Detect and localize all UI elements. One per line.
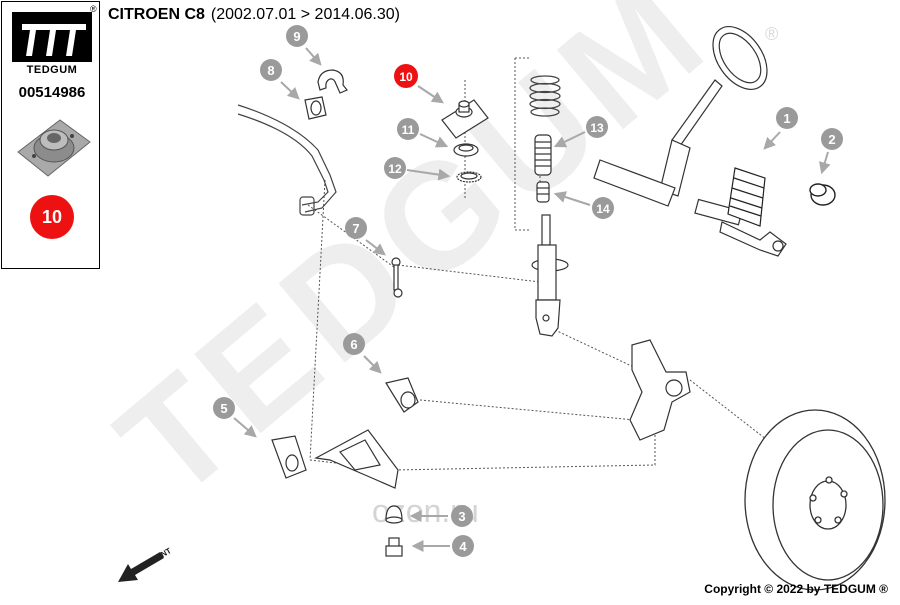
svg-text:7: 7 — [352, 221, 359, 236]
vehicle-title: CITROEN C8 (2002.07.01 > 2014.06.30) — [108, 6, 400, 24]
steering-knuckle — [629, 339, 691, 441]
shock-absorber — [531, 214, 569, 337]
tedgum-logo — [12, 12, 92, 62]
bushing-clamp — [317, 69, 348, 94]
callout-group: 1 2 3 4 5 6 7 — [213, 25, 843, 557]
wheel — [744, 409, 886, 591]
callout-2[interactable]: 2 — [819, 128, 843, 175]
svg-text:10: 10 — [399, 70, 413, 84]
svg-text:6: 6 — [350, 337, 357, 352]
svg-text:1: 1 — [783, 111, 790, 126]
stabilizer-bar — [237, 104, 337, 216]
callout-7[interactable]: 7 — [345, 217, 386, 256]
callout-11[interactable]: 11 — [397, 118, 449, 148]
assembly-lines — [307, 57, 781, 471]
callout-9[interactable]: 9 — [286, 25, 322, 66]
svg-text:11: 11 — [402, 123, 415, 137]
tie-rod-end — [719, 221, 787, 257]
callout-6[interactable]: 6 — [343, 333, 382, 374]
svg-text:4: 4 — [459, 539, 467, 554]
steering-assembly — [593, 26, 768, 226]
stabilizer-link — [391, 257, 403, 298]
watermark-registered: ® — [765, 24, 778, 44]
svg-text:14: 14 — [596, 202, 610, 216]
copyright-notice: Copyright © 2022 by TEDGUM ® — [704, 582, 888, 596]
lower-arm-front-bushing — [385, 377, 419, 413]
strut-dust-boot — [534, 134, 552, 176]
callout-5[interactable]: 5 — [213, 397, 257, 438]
front-direction-indicator: FRONT — [118, 546, 173, 582]
svg-text:5: 5 — [220, 401, 227, 416]
spring-seat-ring — [456, 171, 482, 183]
callout-1[interactable]: 1 — [763, 107, 798, 150]
ball-joint — [385, 537, 403, 557]
callout-3[interactable]: 3 — [409, 505, 473, 527]
svg-text:9: 9 — [293, 29, 300, 44]
callout-10[interactable]: 10 — [394, 64, 444, 104]
callout-8[interactable]: 8 — [260, 59, 300, 100]
watermark: TEDGUM ® ozon.ru — [88, 0, 779, 530]
brand-name: TEDGUM — [26, 64, 78, 76]
bump-stop — [536, 181, 550, 203]
callout-13[interactable]: 13 — [553, 116, 608, 148]
registered-mark: ® — [90, 4, 97, 14]
coil-spring — [529, 75, 561, 117]
front-label: FRONT — [145, 546, 173, 568]
svg-text:2: 2 — [828, 132, 835, 147]
tie-rod-dust-cap — [809, 183, 836, 206]
product-sidebar: TEDGUM ® 00514986 10 — [1, 1, 100, 269]
selected-callout-badge[interactable]: 10 — [30, 195, 74, 239]
steering-rack-boot — [727, 167, 766, 227]
callout-12[interactable]: 12 — [384, 157, 451, 181]
strut-mount-thumbnail[interactable] — [14, 114, 92, 180]
callout-4[interactable]: 4 — [411, 535, 474, 557]
strut-bearing — [453, 143, 479, 157]
ball-joint-boot — [385, 505, 403, 524]
lower-arm-rear-bushing — [271, 435, 307, 479]
vehicle-model: CITROEN C8 — [108, 6, 205, 23]
svg-text:8: 8 — [267, 63, 274, 78]
svg-text:12: 12 — [388, 162, 402, 176]
lower-control-arm — [314, 429, 399, 489]
svg-text:13: 13 — [590, 121, 604, 135]
callout-14[interactable]: 14 — [553, 191, 614, 219]
strut-top-mount — [441, 99, 489, 139]
part-number: 00514986 — [18, 84, 86, 101]
production-range: (2002.07.01 > 2014.06.30) — [210, 6, 400, 23]
svg-text:3: 3 — [458, 509, 465, 524]
stabilizer-bushing — [304, 96, 327, 120]
